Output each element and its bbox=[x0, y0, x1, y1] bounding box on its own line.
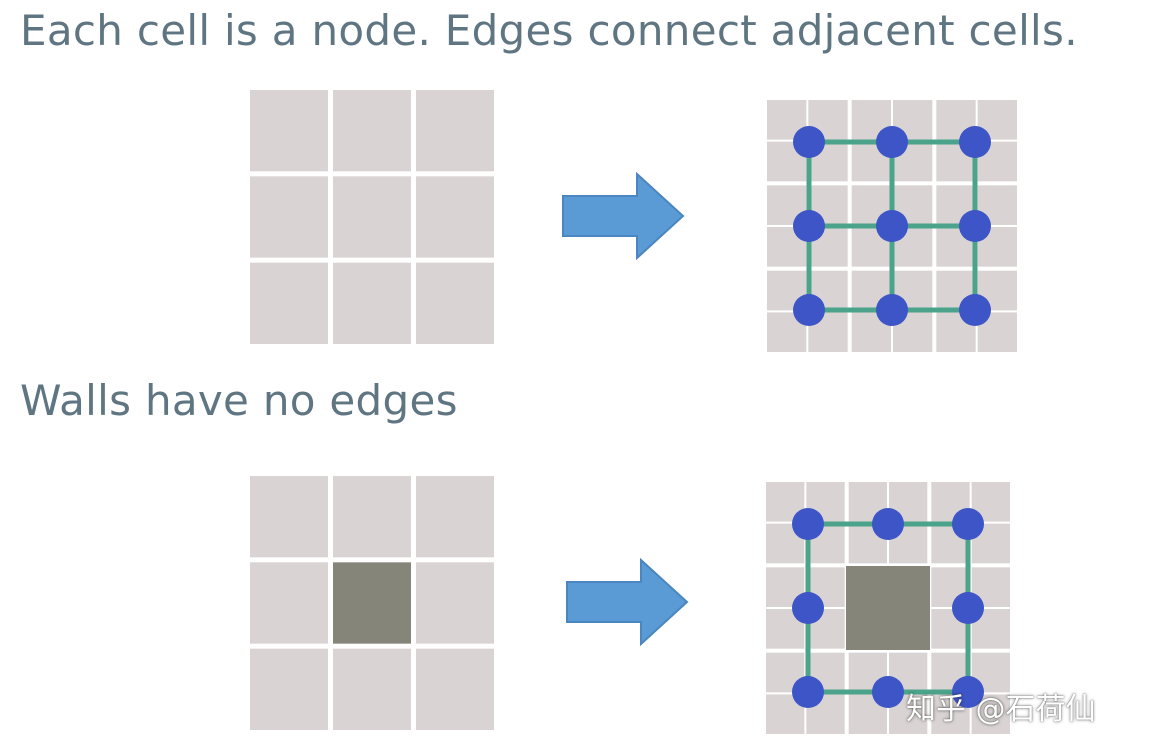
graph-node bbox=[952, 508, 984, 540]
graph-node bbox=[792, 592, 824, 624]
grid-cell bbox=[416, 648, 494, 730]
wall-block bbox=[846, 566, 930, 650]
graph-open bbox=[767, 100, 1017, 352]
grid-cell bbox=[333, 476, 411, 558]
grid-open bbox=[246, 86, 498, 348]
grid-cell bbox=[250, 648, 328, 730]
grid-cell bbox=[333, 262, 411, 344]
graph-node bbox=[952, 592, 984, 624]
grid-cell bbox=[250, 176, 328, 258]
grid-with-wall bbox=[246, 472, 498, 734]
graph-node bbox=[793, 210, 825, 242]
graph-node bbox=[876, 126, 908, 158]
heading-walls: Walls have no edges bbox=[20, 376, 458, 425]
grid-cell bbox=[333, 648, 411, 730]
graph-node bbox=[872, 676, 904, 708]
grid-cell bbox=[333, 90, 411, 172]
graph-node bbox=[876, 294, 908, 326]
grid-cell bbox=[250, 562, 328, 644]
graph-with-wall bbox=[766, 482, 1010, 734]
arrow-right-icon bbox=[562, 172, 685, 261]
grid-cell bbox=[416, 262, 494, 344]
grid-cell bbox=[250, 90, 328, 172]
watermark: 知乎 @石荷仙 bbox=[906, 692, 1096, 727]
grid-cell bbox=[416, 176, 494, 258]
grid-cell bbox=[416, 90, 494, 172]
graph-node bbox=[792, 508, 824, 540]
grid-cell bbox=[333, 176, 411, 258]
grid-cell bbox=[416, 476, 494, 558]
grid-cell bbox=[416, 562, 494, 644]
graph-node bbox=[792, 676, 824, 708]
arrow-right-shape bbox=[562, 172, 685, 261]
graph-node bbox=[793, 294, 825, 326]
graph-node bbox=[872, 508, 904, 540]
graph-node bbox=[952, 676, 984, 708]
graph-node bbox=[959, 126, 991, 158]
arrow-right-icon bbox=[566, 558, 689, 647]
graph-node bbox=[793, 126, 825, 158]
grid-cell bbox=[250, 476, 328, 558]
graph-node bbox=[876, 210, 908, 242]
wall-cell bbox=[333, 562, 411, 644]
graph-node bbox=[959, 210, 991, 242]
arrow-right-shape bbox=[566, 558, 689, 647]
grid-cell bbox=[250, 262, 328, 344]
heading-grid-to-graph: Each cell is a node. Edges connect adjac… bbox=[20, 6, 1078, 55]
graph-node bbox=[959, 294, 991, 326]
